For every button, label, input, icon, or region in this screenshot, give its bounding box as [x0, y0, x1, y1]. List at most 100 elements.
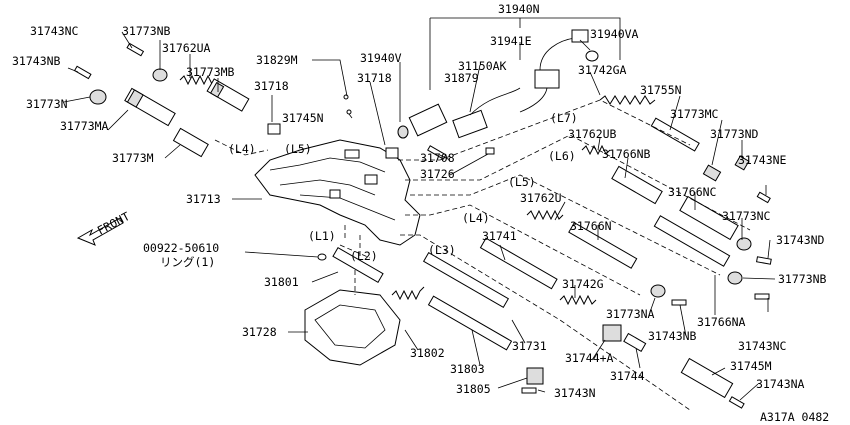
label-bore-L4-right: (L4) — [462, 211, 490, 225]
label-31713: 31713 — [186, 192, 221, 206]
part-31773MA-valve — [124, 87, 176, 127]
part-31743N-pin — [521, 387, 537, 394]
label-31742GA: 31742GA — [578, 63, 627, 77]
part-31941E-connector — [519, 37, 576, 113]
label-31745M: 31745M — [730, 359, 772, 373]
figure-code: A317A 0482 — [760, 410, 829, 424]
part-31762UA-spring — [179, 74, 217, 86]
label-31743NB-a: 31743NB — [12, 54, 61, 68]
part-31744-plug — [623, 332, 647, 353]
label-31803: 31803 — [450, 362, 485, 376]
label-31743NC-a: 31743NC — [30, 24, 79, 38]
part-31773M-valve — [172, 127, 209, 158]
label-bore-L1: (L1) — [308, 229, 336, 243]
part-31745M-valve — [680, 357, 734, 399]
part-31803-valve — [427, 295, 513, 351]
part-31773N-plug — [89, 89, 107, 105]
label-31762UB: 31762UB — [568, 127, 617, 141]
label-31941E: 31941E — [490, 34, 532, 48]
part-00922-ring — [317, 253, 327, 261]
label-ring: リング(1) — [160, 255, 215, 269]
part-31766NB-valve — [611, 165, 663, 205]
label-31773ND: 31773ND — [710, 127, 759, 141]
label-31741: 31741 — [482, 229, 517, 243]
label-31744: 31744 — [610, 369, 645, 383]
part-31718-retainer — [267, 123, 281, 135]
label-31745N: 31745N — [282, 111, 324, 125]
part-31743NA-pin — [728, 396, 745, 409]
label-front: FRONT — [95, 209, 132, 238]
label-31743NB-b: 31743NB — [648, 329, 697, 343]
bore-guide-lines — [214, 99, 751, 411]
label-31802: 31802 — [410, 346, 445, 360]
label-31773NC-b: 31773NC — [722, 209, 771, 223]
part-31773NB-plug-2 — [727, 271, 743, 285]
label-31879: 31879 — [444, 71, 479, 85]
part-31766NA-valve — [653, 215, 731, 267]
label-31773MC: 31773MC — [670, 107, 719, 121]
label-31755N: 31755N — [640, 83, 682, 97]
label-31773M: 31773M — [112, 151, 154, 165]
part-31731-valve — [422, 251, 510, 309]
label-31731: 31731 — [512, 339, 547, 353]
label-31801: 31801 — [264, 275, 299, 289]
part-31773MB-valve — [206, 78, 250, 112]
part-31755N-valve — [650, 117, 700, 152]
label-31766NC: 31766NC — [668, 185, 717, 199]
label-bore-L4-left: (L4) — [228, 142, 256, 156]
label-31773NB-a: 31773NB — [122, 24, 171, 38]
label-31743NC-b: 31743NC — [738, 339, 787, 353]
part-31743ND-pin — [756, 256, 772, 265]
part-31829M-pin — [343, 94, 352, 115]
label-31743NA: 31743NA — [756, 377, 805, 391]
part-31762UB-spring — [581, 144, 611, 156]
label-31773NB-b: 31773NB — [778, 272, 827, 286]
part-31718-retainer-2 — [385, 147, 399, 159]
label-bore-L7: (L7) — [550, 111, 578, 125]
label-31773MB: 31773MB — [186, 65, 235, 79]
label-31708: 31708 — [420, 151, 455, 165]
part-31726-bolt — [485, 147, 495, 155]
label-bore-L5-right: (L5) — [508, 175, 536, 189]
label-31728: 31728 — [242, 325, 277, 339]
label-31773MA: 31773MA — [60, 119, 109, 133]
label-31773NA: 31773NA — [606, 307, 655, 321]
label-31940V: 31940V — [360, 51, 402, 65]
part-31755N-spring — [599, 95, 656, 105]
label-31742G: 31742G — [562, 277, 604, 291]
part-31773NC-plug — [736, 237, 752, 251]
part-31743NC-pin — [126, 42, 145, 57]
label-31726: 31726 — [420, 167, 455, 181]
label-31743N: 31743N — [554, 386, 596, 400]
label-31762UA: 31762UA — [162, 41, 211, 55]
label-31940N: 31940N — [498, 2, 540, 16]
label-31766N: 31766N — [570, 219, 612, 233]
part-31773NA-plug — [650, 284, 666, 298]
label-31805: 31805 — [456, 382, 491, 396]
label-31940VA: 31940VA — [590, 27, 639, 41]
part-31940V-solenoid — [397, 103, 448, 139]
part-31773NB-plug — [152, 68, 168, 82]
label-31743NE: 31743NE — [738, 153, 787, 167]
label-31743ND: 31743ND — [776, 233, 825, 247]
label-00922-50610: 00922-50610 — [143, 241, 219, 255]
part-31742G-spring — [559, 294, 597, 306]
part-31805-sleeve — [526, 367, 544, 385]
label-31766NA: 31766NA — [697, 315, 746, 329]
valve-body — [254, 139, 421, 246]
part-31773MC-plug — [702, 164, 722, 182]
part-31741-valve — [479, 237, 558, 290]
part-31744A-sleeve — [602, 324, 622, 342]
part-31150AK-solenoid — [452, 87, 521, 139]
label-31829M: 31829M — [256, 53, 298, 67]
part-31766NC-valve — [679, 195, 739, 241]
part-31802-spring — [391, 286, 425, 301]
front-arrow — [76, 217, 124, 246]
label-31762U: 31762U — [520, 191, 562, 205]
part-31773ND-plug — [734, 155, 750, 171]
label-31718-b: 31718 — [357, 71, 392, 85]
part-31762U-spring — [526, 209, 564, 221]
part-31743NE-pin — [756, 191, 771, 204]
part-31743NB-pin-2 — [671, 299, 687, 306]
